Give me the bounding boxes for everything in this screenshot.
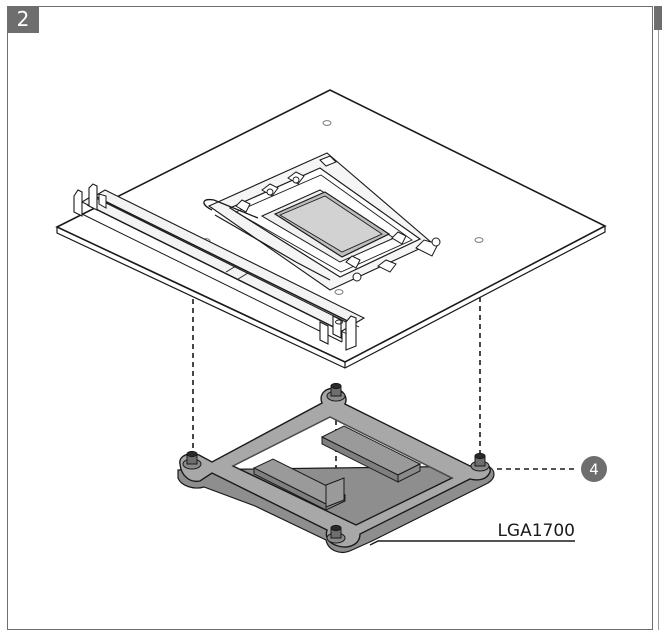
callout-number: 4 bbox=[589, 461, 599, 479]
standoff-right bbox=[470, 452, 490, 472]
standoff-back bbox=[326, 382, 346, 402]
backplate bbox=[177, 382, 495, 553]
standoff-front bbox=[326, 524, 346, 544]
adjacent-panel-border bbox=[658, 30, 659, 630]
callout-4: 4 bbox=[581, 456, 607, 482]
adjacent-panel-edge bbox=[654, 6, 662, 30]
label-leader-line bbox=[369, 540, 575, 546]
cpu-socket bbox=[203, 152, 441, 291]
standoff-left bbox=[182, 450, 202, 470]
step-number-badge: 2 bbox=[7, 6, 39, 33]
motherboard bbox=[55, 89, 607, 369]
backplate-standoffs bbox=[182, 382, 490, 544]
callout-circle bbox=[581, 456, 607, 482]
backplate-rails bbox=[252, 425, 422, 511]
memory-slots bbox=[73, 183, 366, 351]
cpu-chip bbox=[273, 191, 391, 258]
part-label: LGA1700 bbox=[369, 521, 575, 546]
socket-label: LGA1700 bbox=[497, 521, 575, 541]
